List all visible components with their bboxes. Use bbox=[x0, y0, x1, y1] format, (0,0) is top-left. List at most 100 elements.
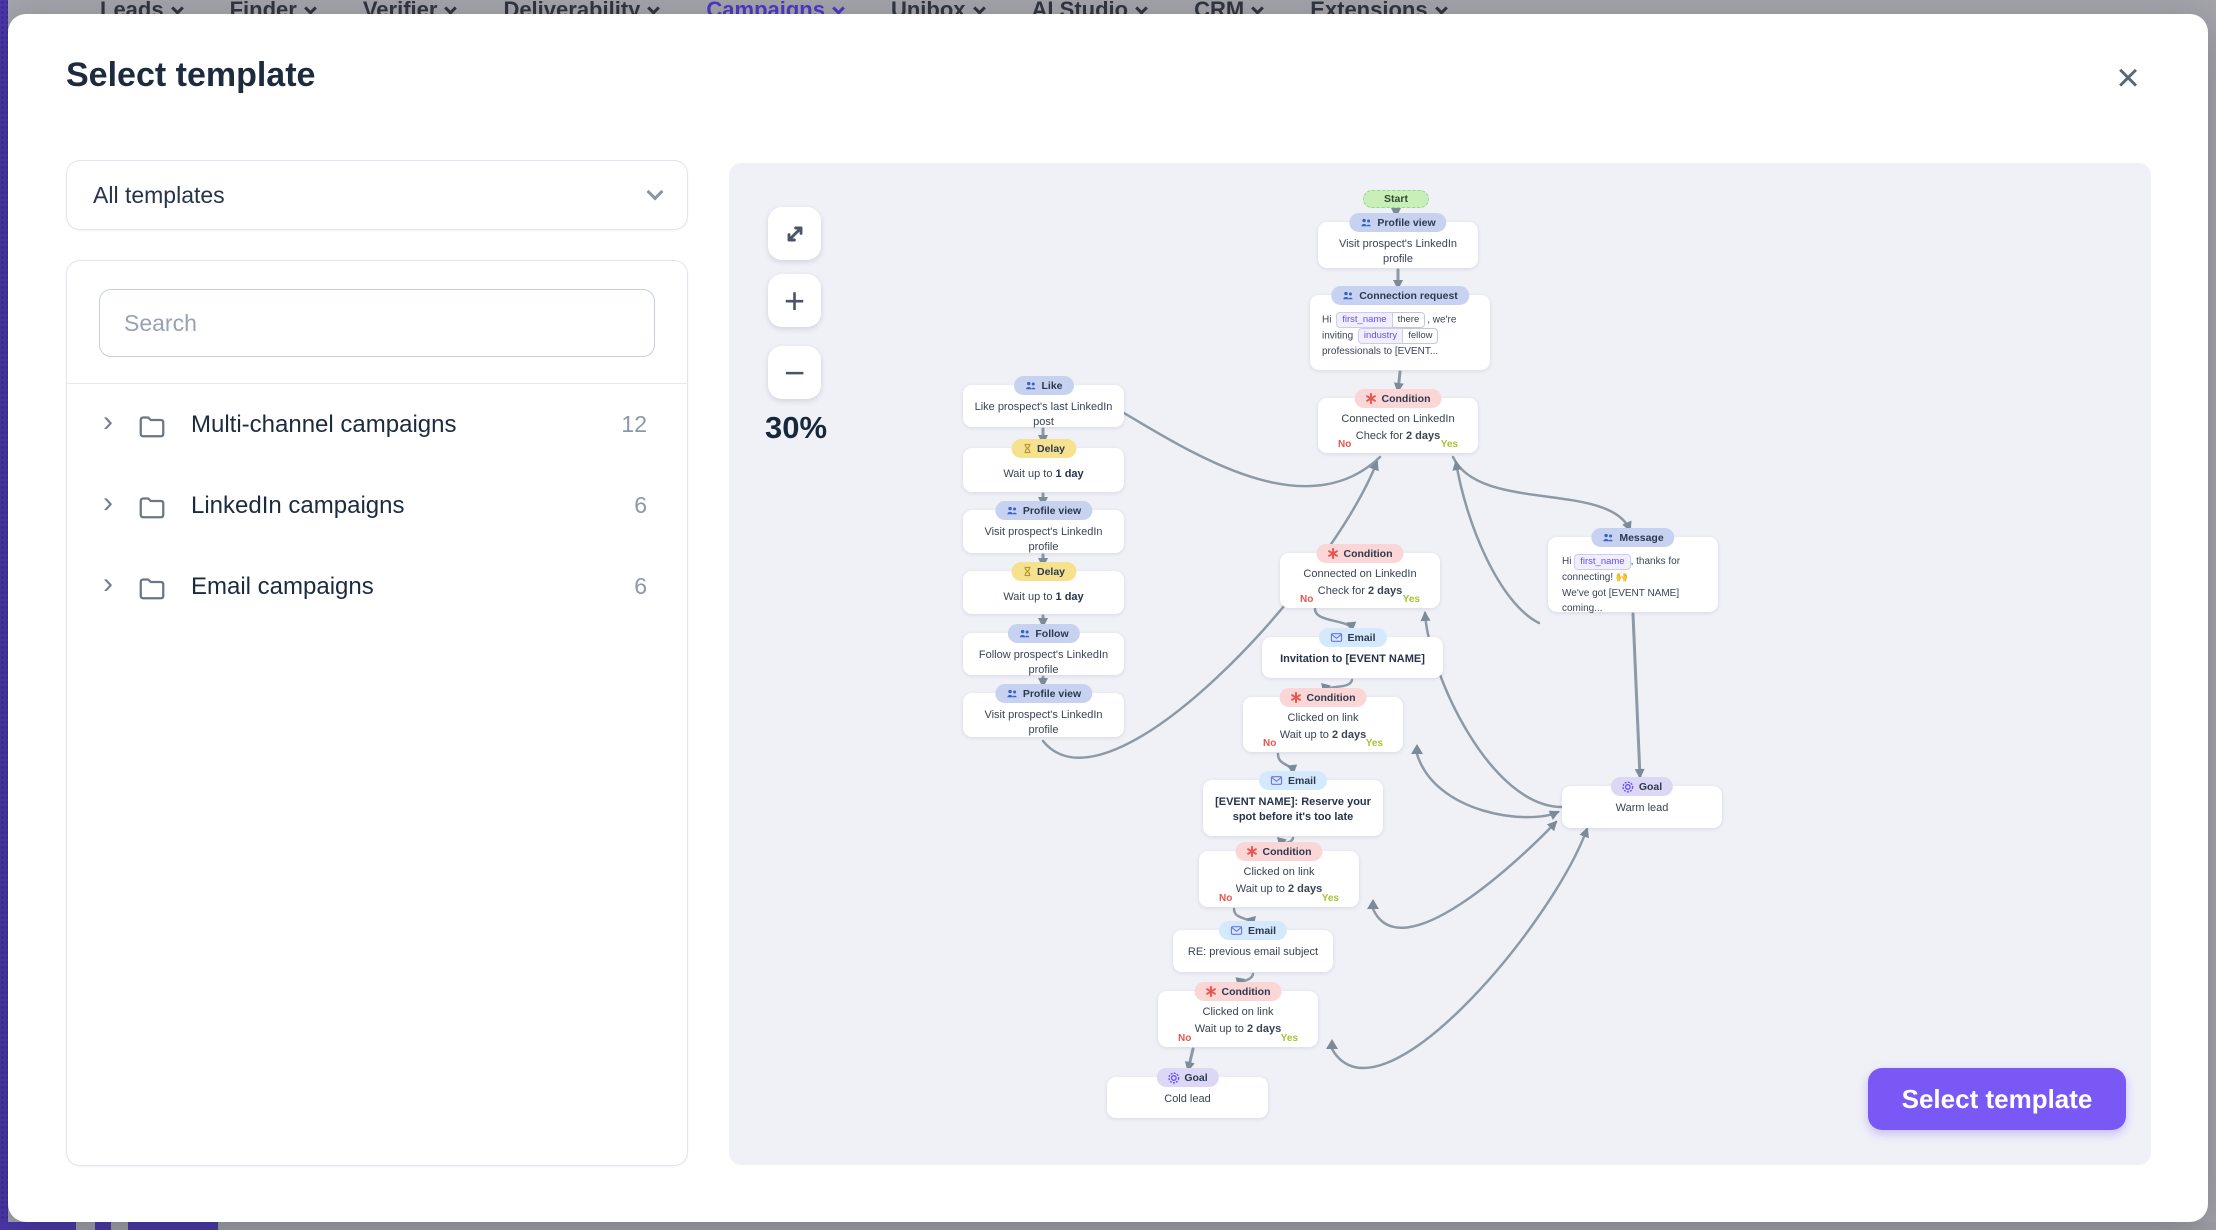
category-count: 6 bbox=[634, 573, 647, 599]
fallback-chip[interactable]: fellow bbox=[1403, 328, 1439, 345]
flow-node-condition[interactable]: Condition Clicked on link Wait up to 2 d… bbox=[1243, 688, 1403, 752]
node-pill: Condition bbox=[1354, 389, 1442, 408]
flow-node-like[interactable]: Like Like prospect's last LinkedIn post bbox=[963, 376, 1124, 428]
category-row-multi-channel[interactable]: › Multi-channel campaigns 12 bbox=[67, 384, 687, 465]
category-count: 6 bbox=[634, 492, 647, 518]
flow-node-condition[interactable]: Condition Connected on LinkedIn Check fo… bbox=[1280, 544, 1440, 608]
zoom-in-button[interactable]: + bbox=[768, 274, 821, 327]
nav-item-verifier: Verifier bbox=[363, 0, 458, 14]
folder-icon bbox=[139, 577, 165, 599]
node-pill: Delay bbox=[1010, 562, 1077, 581]
zoom-out-button[interactable]: − bbox=[768, 346, 821, 399]
envelope-icon bbox=[1230, 926, 1243, 935]
category-count: 12 bbox=[621, 411, 647, 437]
expand-icon bbox=[787, 226, 802, 241]
people-icon bbox=[1361, 218, 1371, 227]
flow-node-profile-view[interactable]: Profile view Visit prospect's LinkedIn p… bbox=[963, 501, 1124, 553]
chevron-down-icon bbox=[1251, 1, 1265, 14]
people-icon bbox=[1006, 506, 1017, 515]
minus-icon: − bbox=[783, 351, 806, 393]
chevron-down-icon bbox=[647, 1, 661, 14]
zoom-level: 30% bbox=[765, 410, 828, 445]
search-input[interactable] bbox=[99, 289, 655, 357]
condition-no-label: No bbox=[1219, 893, 1233, 904]
fallback-chip[interactable]: there bbox=[1392, 312, 1426, 328]
chevron-down-icon bbox=[170, 1, 184, 14]
nav-item-ai-studio: AI Studio bbox=[1032, 0, 1148, 14]
node-pill: Condition bbox=[1194, 982, 1282, 1001]
variable-chip[interactable]: first_name bbox=[1574, 554, 1631, 570]
node-pill: Delay bbox=[1010, 439, 1077, 458]
node-pill: Condition bbox=[1279, 688, 1367, 707]
nav-item-extensions: Extensions bbox=[1310, 0, 1448, 14]
flow-node-goal-warm[interactable]: Goal Warm lead bbox=[1562, 777, 1722, 828]
select-template-button[interactable]: Select template bbox=[1868, 1068, 2126, 1130]
category-row-linkedin[interactable]: › LinkedIn campaigns 6 bbox=[67, 465, 687, 546]
node-pill: Connection request bbox=[1331, 286, 1469, 305]
nav-item-deliverability: Deliverability bbox=[503, 0, 661, 14]
node-pill: Profile view bbox=[994, 684, 1093, 703]
nav-item-leads: Leads bbox=[100, 0, 184, 14]
condition-no-label: No bbox=[1338, 439, 1352, 450]
close-icon[interactable]: × bbox=[2116, 56, 2140, 100]
flow-node-condition[interactable]: Condition Clicked on link Wait up to 2 d… bbox=[1158, 982, 1318, 1047]
condition-no-label: No bbox=[1263, 738, 1277, 749]
flow-node-goal-cold[interactable]: Goal Cold lead bbox=[1107, 1068, 1268, 1118]
flow-node-email[interactable]: Email Invitation to [EVENT NAME] bbox=[1262, 628, 1443, 678]
node-pill: Goal bbox=[1610, 777, 1674, 796]
chevron-down-icon bbox=[303, 1, 317, 14]
asterisk-icon bbox=[1291, 692, 1301, 703]
category-row-email[interactable]: › Email campaigns 6 bbox=[67, 546, 687, 627]
fit-view-button[interactable] bbox=[768, 207, 821, 260]
chevron-right-icon: › bbox=[103, 566, 113, 600]
flow-node-profile-view[interactable]: Profile view Visit prospect's LinkedIn p… bbox=[963, 684, 1124, 737]
chevron-down-icon bbox=[832, 1, 845, 14]
people-icon bbox=[1603, 533, 1613, 542]
background-bottom-dash bbox=[128, 1222, 218, 1230]
folder-icon bbox=[139, 415, 165, 437]
flow-node-message[interactable]: Message Hi first_name, thanks for connec… bbox=[1548, 528, 1718, 614]
template-preview-canvas[interactable]: + − 30% Start Profile view Visit prospec… bbox=[729, 163, 2151, 1165]
template-category-panel: › Multi-channel campaigns 12 › LinkedIn … bbox=[66, 260, 688, 1166]
node-pill: Follow bbox=[1007, 624, 1080, 643]
people-icon bbox=[1025, 381, 1035, 390]
node-pill: Profile view bbox=[1349, 213, 1447, 232]
chevron-down-icon bbox=[1434, 1, 1448, 14]
asterisk-icon bbox=[1328, 548, 1338, 559]
background-bottom-bar bbox=[0, 1222, 2216, 1230]
nav-item-campaigns: Campaigns bbox=[706, 0, 845, 14]
node-pill: Profile view bbox=[994, 501, 1093, 520]
node-pill: Email bbox=[1258, 771, 1328, 790]
envelope-icon bbox=[1330, 633, 1342, 642]
flow-node-start[interactable]: Start bbox=[1363, 190, 1429, 208]
flow-node-profile-view[interactable]: Profile view Visit prospect's LinkedIn p… bbox=[1318, 213, 1478, 268]
node-pill: Goal bbox=[1156, 1068, 1219, 1087]
flow-node-delay[interactable]: Delay Wait up to 1 day bbox=[963, 439, 1124, 492]
condition-yes-label: Yes bbox=[1402, 594, 1420, 605]
variable-chip[interactable]: industry bbox=[1357, 328, 1404, 345]
condition-yes-label: Yes bbox=[1440, 439, 1458, 450]
background-navbar: Leads Finder Verifier Deliverability Cam… bbox=[0, 0, 2216, 14]
template-filter-dropdown[interactable]: All templates bbox=[66, 160, 688, 230]
condition-yes-label: Yes bbox=[1365, 738, 1383, 749]
flow-node-email[interactable]: Email RE: previous email subject bbox=[1173, 921, 1333, 972]
asterisk-icon bbox=[1206, 986, 1216, 997]
nav-item-crm: CRM bbox=[1194, 0, 1265, 14]
people-icon bbox=[1019, 629, 1029, 638]
condition-yes-label: Yes bbox=[1321, 893, 1339, 904]
condition-yes-label: Yes bbox=[1280, 1033, 1298, 1044]
flow-node-condition[interactable]: Condition Clicked on link Wait up to 2 d… bbox=[1199, 842, 1359, 907]
chevron-right-icon: › bbox=[103, 404, 113, 438]
background-bottom-accent bbox=[0, 1222, 76, 1230]
node-pill: Email bbox=[1318, 628, 1387, 647]
envelope-icon bbox=[1270, 776, 1283, 785]
variable-chip[interactable]: first_name bbox=[1336, 312, 1393, 328]
plus-icon: + bbox=[783, 279, 806, 321]
flow-node-delay[interactable]: Delay Wait up to 1 day bbox=[963, 562, 1124, 614]
chevron-down-icon bbox=[972, 1, 986, 14]
flow-node-condition[interactable]: Condition Connected on LinkedIn Check fo… bbox=[1318, 389, 1478, 453]
chevron-down-icon bbox=[444, 1, 458, 14]
flow-node-email[interactable]: Email [EVENT NAME]: Reserve your spot be… bbox=[1203, 771, 1383, 836]
flow-node-follow[interactable]: Follow Follow prospect's LinkedIn profil… bbox=[963, 624, 1124, 676]
